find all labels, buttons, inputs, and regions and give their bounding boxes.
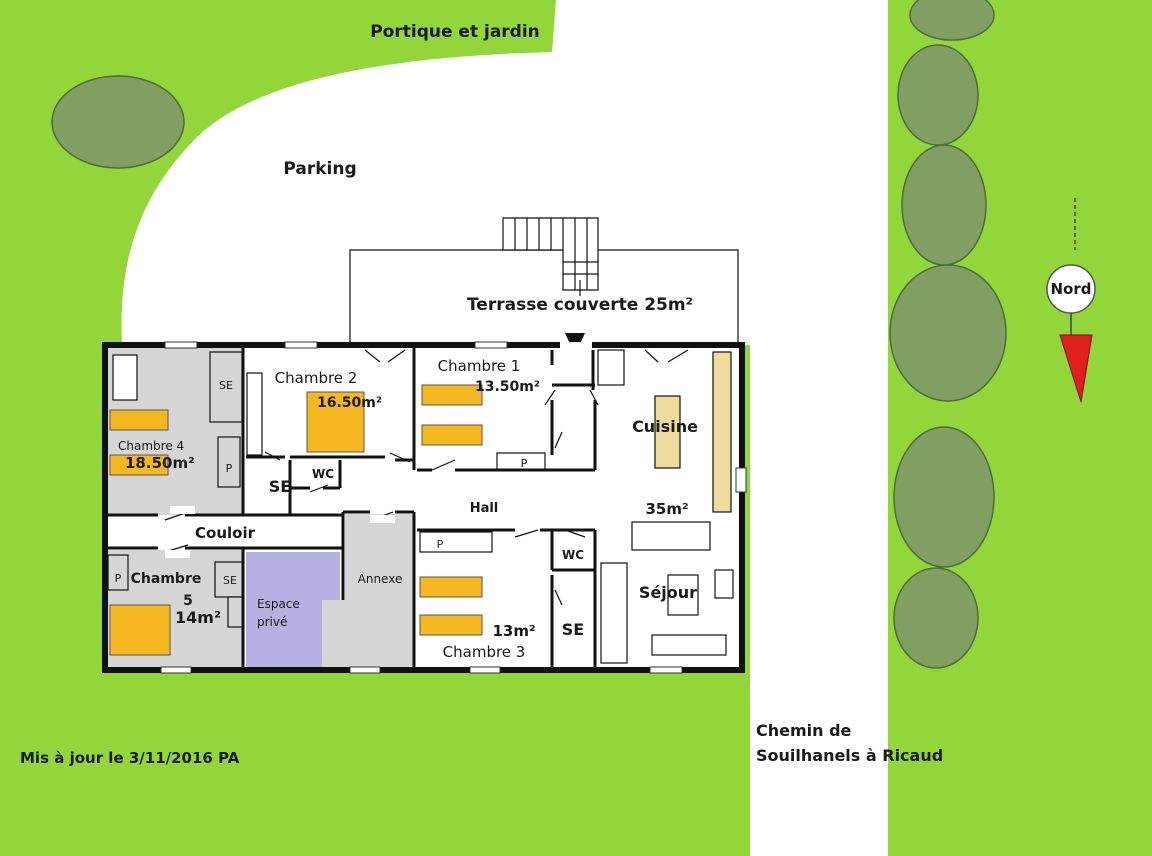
chambre5-area: 14m² bbox=[175, 608, 221, 627]
chambre2-area: 16.50m² bbox=[317, 395, 382, 411]
chambre4-area: 18.50m² bbox=[125, 454, 195, 472]
chambre4-se: SE bbox=[219, 379, 233, 392]
chambre4-p: P bbox=[226, 462, 233, 475]
cuisine-label: Cuisine bbox=[632, 417, 698, 436]
garden-label: Portique et jardin bbox=[370, 22, 540, 42]
wc-label: WC bbox=[312, 467, 334, 481]
interior-walls bbox=[108, 348, 597, 667]
tree-icon bbox=[897, 44, 979, 146]
tree-icon bbox=[889, 264, 1007, 402]
chambre1-name: Chambre 1 bbox=[438, 357, 521, 375]
tree-icon bbox=[909, 0, 995, 41]
entrance-door bbox=[560, 342, 592, 350]
couloir-label: Couloir bbox=[195, 524, 256, 542]
chambre3-p: P bbox=[437, 538, 444, 551]
tree-icon bbox=[893, 426, 995, 568]
road-label-line2: Souilhanels à Ricaud bbox=[756, 746, 943, 765]
chambre2-name: Chambre 2 bbox=[275, 369, 358, 387]
stairs bbox=[502, 217, 599, 296]
trees bbox=[51, 0, 1007, 669]
north-arrow-icon bbox=[1059, 334, 1093, 403]
outer-walls bbox=[102, 342, 745, 673]
road-label-line1: Chemin de bbox=[756, 721, 852, 740]
espace-prive-line1: Espace bbox=[257, 597, 300, 611]
wc2-label: WC bbox=[562, 548, 584, 562]
chambre1-area: 13.50m² bbox=[475, 379, 540, 395]
annexe-floor bbox=[322, 514, 414, 667]
furniture bbox=[107, 349, 734, 664]
parking-area bbox=[121, 0, 750, 345]
chambre5-se: SE bbox=[223, 574, 237, 587]
chambre5-name: Chambre bbox=[131, 571, 202, 587]
terrace-label: Terrasse couverte 25m² bbox=[467, 295, 693, 315]
update-note: Mis à jour le 3/11/2016 PA bbox=[20, 749, 240, 767]
windows bbox=[160, 341, 747, 674]
north-label: Nord bbox=[1051, 280, 1092, 298]
beds bbox=[109, 384, 483, 656]
chambre4-name: Chambre 4 bbox=[118, 439, 184, 453]
road bbox=[750, 0, 888, 856]
se-label: SE bbox=[269, 477, 291, 496]
tree-icon bbox=[51, 75, 185, 169]
chambre5-number: 5 bbox=[183, 593, 193, 609]
cuisine-area: 35m² bbox=[645, 500, 688, 518]
se2-label: SE bbox=[562, 620, 584, 639]
chambre5-p: P bbox=[115, 572, 122, 585]
hall-label: Hall bbox=[470, 501, 499, 516]
espace-prive-line2: privé bbox=[257, 615, 287, 629]
chambre1-p: P bbox=[521, 457, 528, 470]
chambre3-area: 13m² bbox=[492, 622, 535, 640]
sejour-label: Séjour bbox=[639, 583, 697, 602]
tree-icon bbox=[901, 144, 987, 266]
annexe-label: Annexe bbox=[358, 572, 403, 586]
north-compass: Nord bbox=[1046, 198, 1096, 403]
tree-icon bbox=[893, 567, 979, 669]
parking-label: Parking bbox=[283, 159, 356, 179]
chambre3-name: Chambre 3 bbox=[443, 643, 526, 661]
